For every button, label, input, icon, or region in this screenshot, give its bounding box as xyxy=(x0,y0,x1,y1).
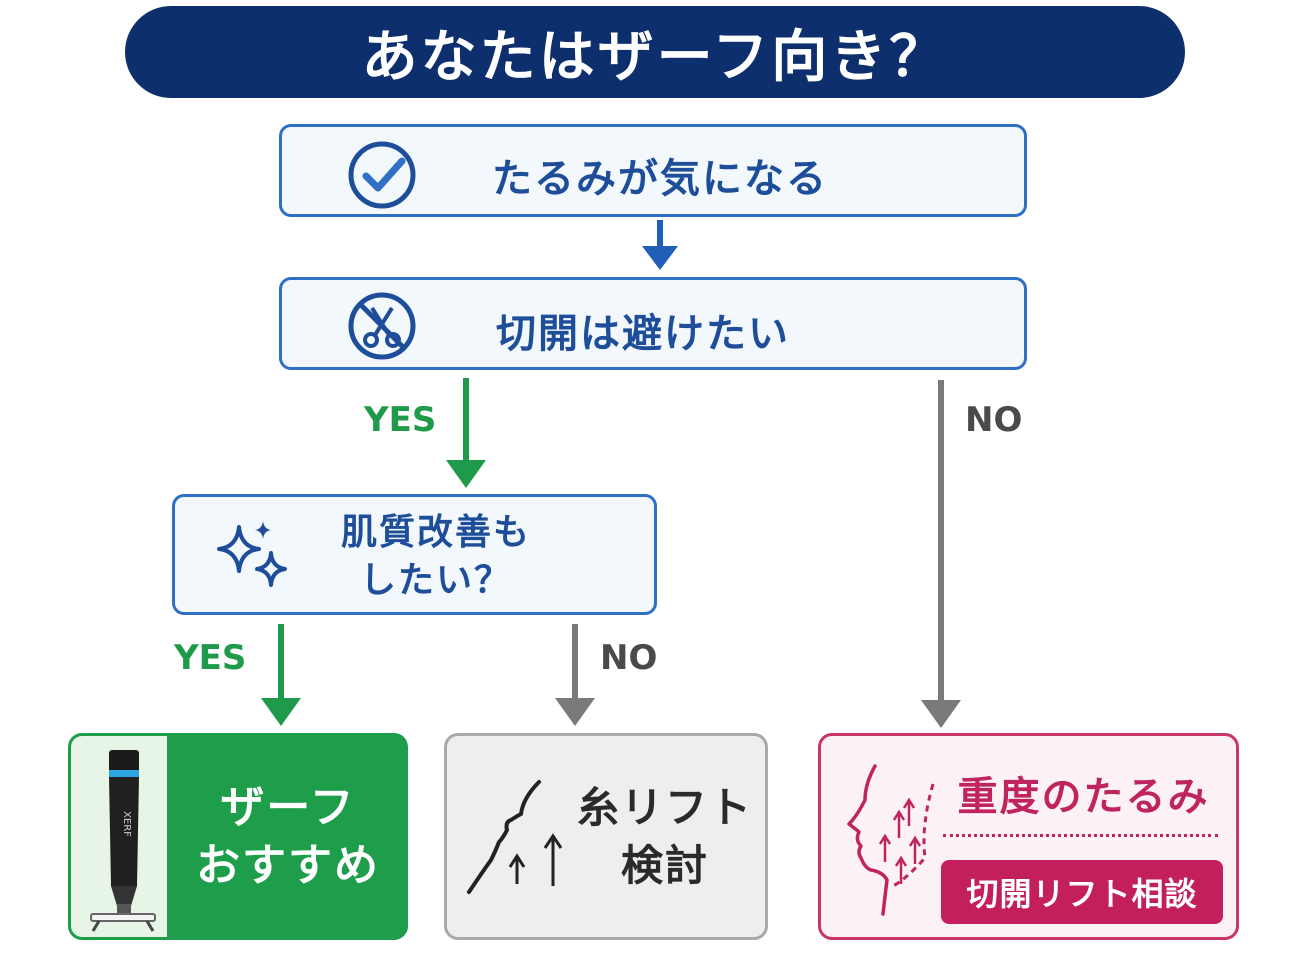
edge-label-q3-no: NO xyxy=(600,638,658,678)
result-text-thread-lift: 糸リフト 検討 xyxy=(565,736,765,937)
result-text-line-1: 糸リフト xyxy=(576,782,753,832)
result-box-thread-lift: 糸リフト 検討 xyxy=(444,733,768,940)
edge-label-q2-yes: YES xyxy=(364,400,437,440)
edge-label-q3-yes: YES xyxy=(174,638,247,678)
result-text-line-2: 検討 xyxy=(620,840,709,890)
device-brand-label: XERF xyxy=(121,811,132,837)
arrow-q1-to-q2 xyxy=(642,220,678,270)
question-text-avoid-incision: 切開は避けたい xyxy=(496,311,790,357)
scissors-prohibited-icon xyxy=(346,290,418,366)
result-text-line-2: おすすめ xyxy=(196,839,380,891)
check-circle-icon xyxy=(346,139,418,215)
question-text-line-2: したい？ xyxy=(360,560,513,601)
result-box-severe-sagging: 重度のたるみ 切開リフト相談 xyxy=(818,733,1239,940)
result-text-zaafu: ザーフ おすすめ xyxy=(171,736,405,937)
title-banner: あなたはザーフ向き？ xyxy=(125,6,1185,98)
arrow-q3-no xyxy=(555,624,595,726)
arrow-q2-yes xyxy=(446,378,486,488)
question-text-sagging: たるみが気になる xyxy=(492,156,828,202)
arrow-q2-no xyxy=(921,380,961,728)
question-box-skin-improvement: 肌質改善も したい？ xyxy=(172,494,657,615)
device-panel: XERF xyxy=(71,736,167,937)
question-box-avoid-incision: 切開は避けたい xyxy=(279,277,1027,370)
result-text-line-1: ザーフ xyxy=(220,781,356,833)
divider xyxy=(943,834,1218,837)
edge-label-q2-no: NO xyxy=(965,400,1023,440)
result-title-severe-sagging: 重度のたるみ xyxy=(957,774,1210,820)
question-text-line-1: 肌質改善も xyxy=(341,512,532,553)
face-lift-arrows-icon xyxy=(461,776,571,910)
question-text-skin-improvement: 肌質改善も したい？ xyxy=(341,509,531,605)
result-box-zaafu: XERF ザーフ おすすめ xyxy=(68,733,408,940)
sparkle-icon xyxy=(211,513,291,597)
xerf-device-icon: XERF xyxy=(79,746,163,937)
question-box-sagging: たるみが気になる xyxy=(279,124,1027,217)
face-profile-icon xyxy=(835,760,939,924)
arrow-q3-yes xyxy=(261,624,301,726)
incision-lift-consult-button[interactable]: 切開リフト相談 xyxy=(941,860,1223,924)
page-title: あなたはザーフ向き？ xyxy=(361,24,949,90)
